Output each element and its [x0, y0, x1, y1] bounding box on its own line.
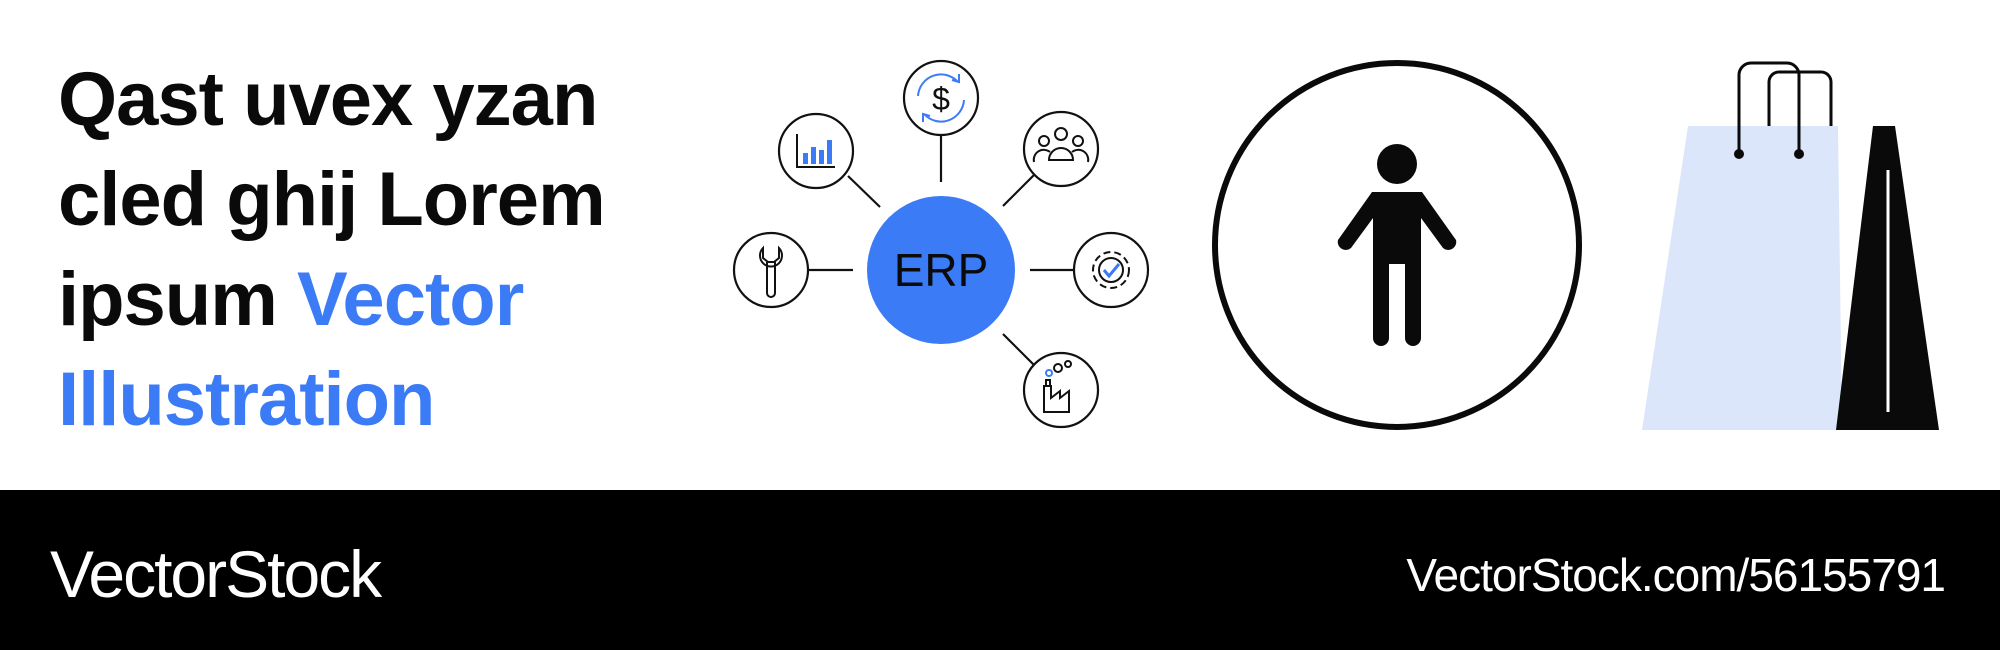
shopping-bag-icon — [1642, 61, 1939, 430]
wrench-icon — [759, 245, 783, 298]
dollar-refresh-icon: $ — [917, 73, 965, 123]
team-icon — [1032, 127, 1090, 163]
erp-center-circle — [867, 196, 1015, 344]
connector-line — [847, 175, 881, 208]
node-circle — [1022, 110, 1100, 188]
image-url: VectorStock.com/56155791 — [1406, 549, 1946, 601]
erp-diagram — [732, 59, 1150, 429]
svg-text:$: $ — [932, 81, 950, 117]
headline: Qast uvex yzan cled ghij Lorem ipsum Vec… — [58, 50, 698, 450]
node-circle — [732, 231, 810, 309]
illustration-area: ERP $ — [732, 59, 1939, 430]
node-circle — [1022, 351, 1100, 429]
node-circle — [777, 112, 855, 190]
erp-label: ERP — [894, 244, 989, 296]
connector-line — [1002, 174, 1035, 207]
headline-accent-text: Vector Illustration — [58, 257, 524, 442]
node-circle — [902, 59, 980, 137]
brand-logo-text: VectorStock — [50, 537, 382, 611]
gear-check-icon — [1092, 251, 1130, 289]
node-circle — [1072, 231, 1150, 309]
person-icon — [1337, 144, 1457, 346]
bar-chart-icon — [796, 134, 835, 168]
person-circle — [1212, 60, 1582, 430]
factory-icon — [1043, 360, 1072, 413]
connector-line — [1002, 333, 1035, 366]
footer-bar: VectorStock VectorStock.com/56155791 — [0, 490, 2000, 650]
person-illustration — [1212, 60, 1582, 430]
headline-dark-text: Qast uvex yzan cled ghij Lorem ipsum — [58, 57, 606, 342]
